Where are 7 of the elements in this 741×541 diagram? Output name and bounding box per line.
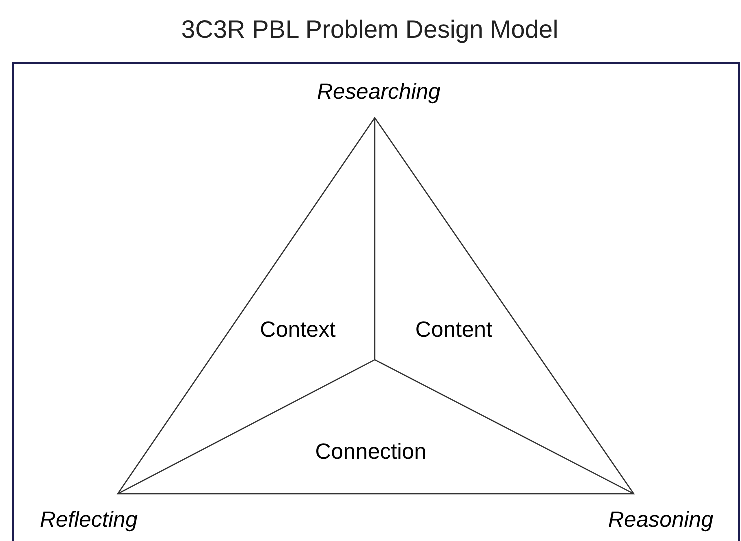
region-label: Content bbox=[415, 317, 493, 343]
diagram-title: 3C3R PBL Problem Design Model bbox=[180, 15, 560, 46]
vertex-label: Researching bbox=[317, 79, 441, 105]
region-label: Context bbox=[260, 317, 336, 343]
vertex-label: Reflecting bbox=[40, 507, 138, 533]
region-label: Connection bbox=[315, 439, 427, 465]
vertex-label: Reasoning bbox=[608, 507, 714, 533]
